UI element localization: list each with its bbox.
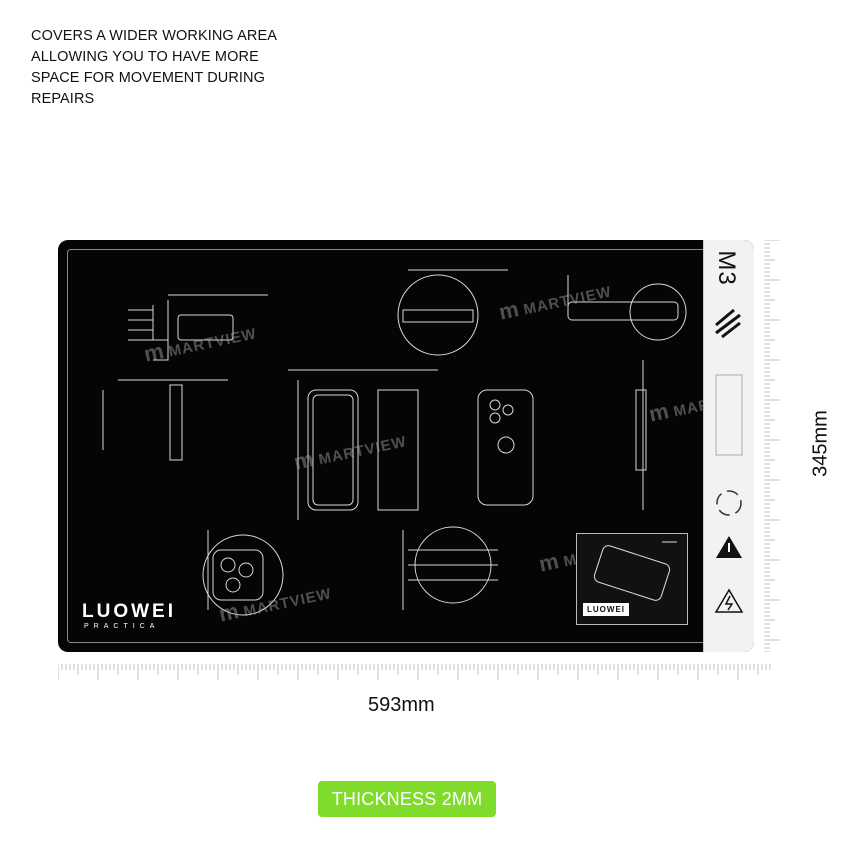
brand-subtitle: PRACTICA	[84, 623, 160, 630]
stripe-icon	[715, 308, 741, 339]
vertical-ruler	[764, 240, 780, 652]
blueprint-drawings	[102, 269, 687, 616]
recycle-icon	[716, 490, 742, 516]
product-inset: LUOWEI	[576, 533, 688, 625]
horizontal-ruler	[58, 664, 771, 680]
height-dimension: 345mm	[809, 410, 832, 477]
brand-logo: LUOWEI PRACTICA	[82, 602, 176, 632]
warning-icon	[716, 536, 742, 558]
headline-line: ALLOWING YOU TO HAVE MORE	[31, 49, 259, 65]
width-dimension: 593mm	[368, 694, 435, 716]
headline-line: COVERS A WIDER WORKING AREA	[31, 28, 278, 44]
electric-hazard-icon	[714, 588, 744, 613]
side-panel: M3	[703, 240, 754, 652]
headline-line: SPACE FOR MOVEMENT DURING	[31, 70, 265, 86]
brand-name: LUOWEI	[82, 601, 176, 622]
headline: COVERS A WIDER WORKING AREA ALLOWING YOU…	[31, 26, 331, 110]
thickness-badge: THICKNESS 2MM	[318, 781, 496, 817]
headline-line: REPAIRS	[31, 91, 95, 107]
side-panel-graphics	[714, 308, 744, 613]
repair-mat: mMARTVIEW mMARTVIEW mMARTVIEW mMARTVIEW …	[58, 240, 754, 652]
inset-drawing	[593, 541, 677, 601]
inset-brand-label: LUOWEI	[583, 603, 629, 616]
